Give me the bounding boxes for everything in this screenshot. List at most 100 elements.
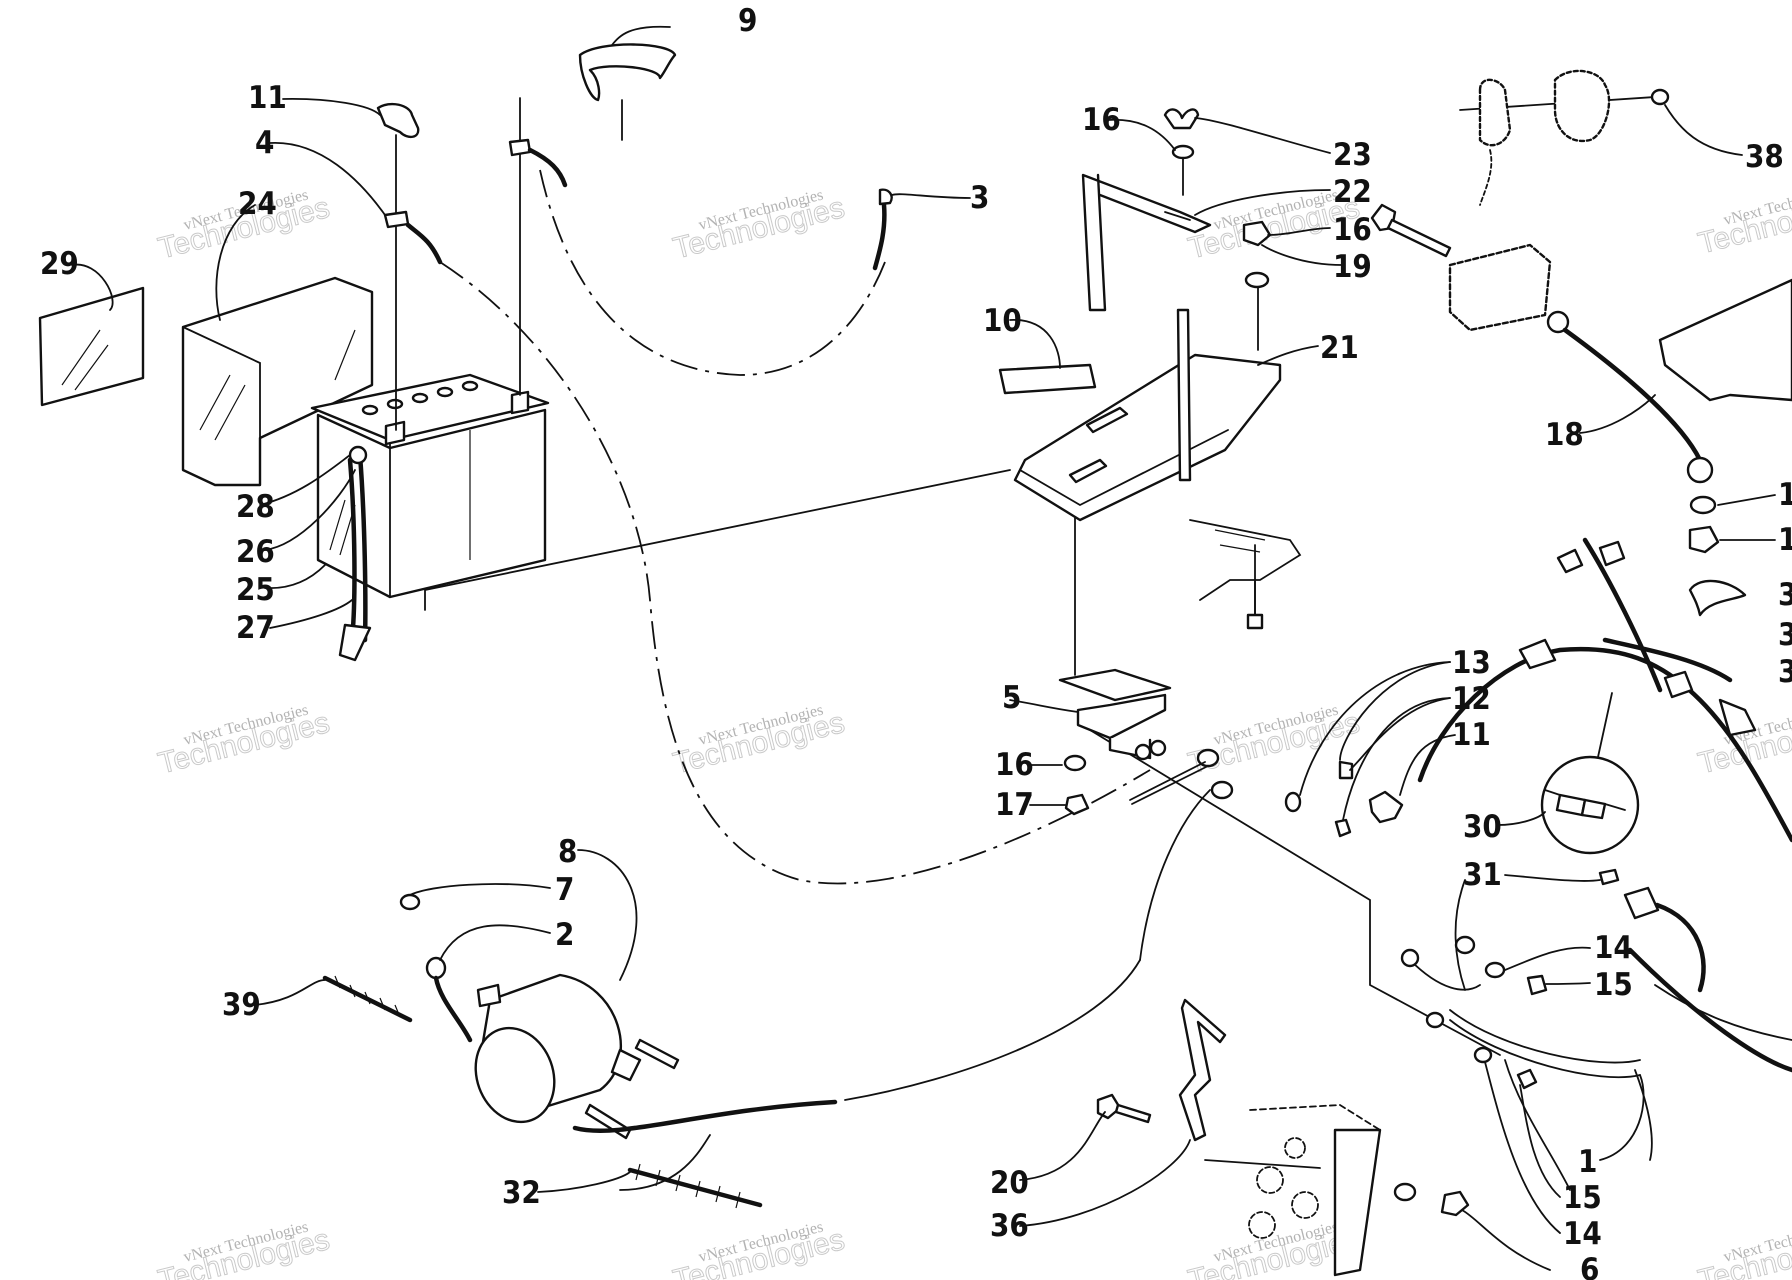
harness-lead xyxy=(1409,959,1481,991)
callout-10: 10 xyxy=(983,303,1022,339)
battery-pad-shading xyxy=(61,329,109,391)
harness-upper xyxy=(1602,637,1733,683)
cover-plate xyxy=(1448,243,1552,332)
callout-16: 16 xyxy=(1333,212,1372,248)
harness-main xyxy=(1417,646,1792,843)
harness-connector xyxy=(1518,638,1557,670)
callout-19: 19 xyxy=(1333,249,1372,285)
callout-18: 18 xyxy=(1545,417,1584,453)
mounting-bracket xyxy=(1178,998,1227,1142)
solenoid-lead xyxy=(1131,765,1209,805)
callout-13: 13 xyxy=(1452,645,1491,681)
cable-lug xyxy=(383,210,410,229)
light-lens xyxy=(1553,69,1611,143)
frame-plate xyxy=(1333,1128,1382,1277)
wing-nut xyxy=(1163,108,1200,130)
hex-bolt-shank xyxy=(1386,218,1452,258)
bracket-slot xyxy=(1164,211,1191,221)
battery-cable xyxy=(405,222,443,265)
washer xyxy=(1284,791,1302,813)
starter-drive-gear xyxy=(610,1048,642,1082)
ring-terminal xyxy=(1425,1011,1445,1029)
washer xyxy=(1473,1046,1493,1064)
tray-pad xyxy=(998,363,1097,395)
callout-4: 4 xyxy=(255,125,274,161)
hold-down-rod xyxy=(1176,308,1192,482)
watermark: Technologies vNext Technologies xyxy=(1694,181,1792,260)
rod-eye xyxy=(1686,456,1714,484)
assembly-line xyxy=(1089,729,1501,1056)
bottom-bracket-assembly xyxy=(1096,998,1470,1277)
upper-right-assembly xyxy=(1448,69,1792,554)
callout-1: 1 xyxy=(1578,1144,1597,1180)
tray-edge xyxy=(1018,429,1229,507)
harness-lead xyxy=(1634,1069,1653,1161)
lock-washer xyxy=(1338,760,1354,780)
battery-assembly xyxy=(38,43,893,662)
inline-fuse xyxy=(1580,798,1607,820)
hex-bolt-head xyxy=(1096,1093,1122,1120)
ground-cable xyxy=(872,202,887,271)
harness-connector xyxy=(1598,540,1626,567)
vent-tube-connector xyxy=(348,445,368,465)
callout-36: 36 xyxy=(990,1208,1029,1244)
callout-labels: 9 11 4 24 29 3 28 26 25 27 16 23 22 16 1… xyxy=(40,3,1792,1280)
solenoid-lead xyxy=(1129,761,1206,801)
wiring-harness xyxy=(1400,537,1792,1191)
callout-21: 21 xyxy=(1320,330,1359,366)
ring-terminal xyxy=(1400,948,1420,968)
callout-7: 7 xyxy=(555,872,574,908)
callout-23: 23 xyxy=(1333,137,1372,173)
solenoid-post xyxy=(1149,739,1167,757)
starter-cable xyxy=(1139,789,1211,961)
screw-head xyxy=(1650,88,1670,106)
dashed-cable-route xyxy=(439,261,1151,885)
light-wire xyxy=(1479,149,1493,206)
battery-tray-assembly xyxy=(998,108,1452,630)
battery-cell-caps xyxy=(361,380,479,416)
solenoid-bracket xyxy=(1058,668,1172,702)
nut xyxy=(1334,818,1352,838)
callout-15: 15 xyxy=(1563,1180,1602,1216)
callout-3: 3 xyxy=(1778,617,1792,653)
callout-9: 9 xyxy=(738,3,757,39)
callout-2: 2 xyxy=(555,917,574,953)
cable-lug xyxy=(1210,780,1234,800)
support-rod xyxy=(1562,327,1703,463)
callout-22: 22 xyxy=(1333,174,1372,210)
callout-30: 30 xyxy=(1463,809,1502,845)
washer xyxy=(1689,495,1717,515)
solenoid-body xyxy=(1076,693,1167,740)
inline-fuse xyxy=(1555,793,1587,817)
magnifier-leader xyxy=(1597,692,1613,758)
battery-top xyxy=(310,373,550,442)
hold-down-bracket xyxy=(1081,173,1212,312)
harness-connector xyxy=(1556,548,1584,574)
callout-38: 38 xyxy=(1745,139,1784,175)
ground-cable-lug xyxy=(878,188,893,206)
watermark: Technologies vNext Technologies xyxy=(154,1218,333,1280)
fuse-wire xyxy=(1544,789,1626,811)
tube-ribbing xyxy=(334,975,401,1018)
washer xyxy=(1244,271,1270,289)
callout-3: 3 xyxy=(970,180,989,216)
nut xyxy=(399,893,421,911)
bolt-head xyxy=(1246,613,1264,630)
solenoid-assembly xyxy=(1058,668,1404,838)
callout-17: 17 xyxy=(995,787,1034,823)
starter-terminal xyxy=(476,983,502,1008)
vent-tube xyxy=(357,452,368,643)
battery-cover-edge xyxy=(182,326,261,439)
callout-16: 16 xyxy=(995,747,1034,783)
harness-plug xyxy=(1718,698,1757,737)
harness-branch xyxy=(1449,1019,1641,1079)
battery-cover-shading xyxy=(199,329,356,441)
callout-16: 16 xyxy=(1082,102,1121,138)
harness-connector xyxy=(1623,886,1660,920)
frame-hole xyxy=(1256,1166,1284,1194)
watermark: Technologies vNext Technologies xyxy=(669,186,848,265)
wire-clip xyxy=(1598,868,1620,886)
watermark: Technologies vNext Technologies xyxy=(669,701,848,780)
rod-eye xyxy=(1546,310,1570,334)
